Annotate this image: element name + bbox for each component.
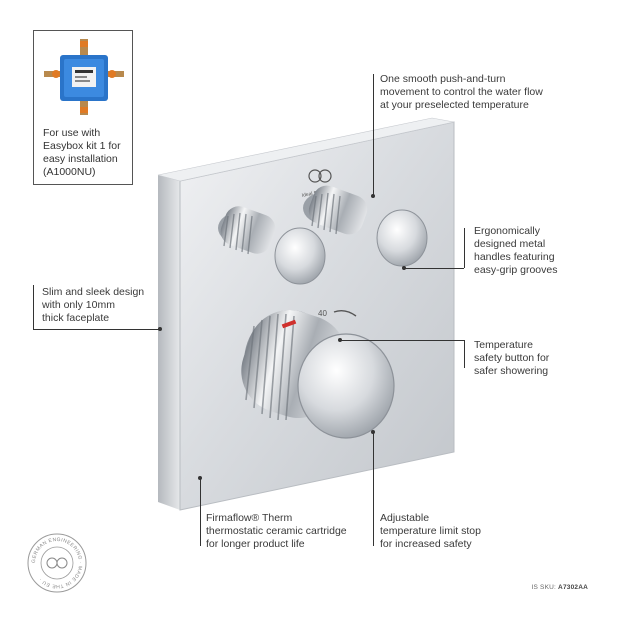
callout-line: thermostatic ceramic cartridge <box>206 525 347 537</box>
leader-dot-limit-stop <box>371 430 375 434</box>
callout-line: movement to control the water flow <box>380 86 543 98</box>
callout-line: safer showering <box>474 365 549 377</box>
callout-line: for increased safety <box>380 538 472 550</box>
easybox-caption-line: (A1000NU) <box>43 166 96 178</box>
callout-line: at your preselected temperature <box>380 99 529 111</box>
easybox-caption: For use with Easybox kit 1 for easy inst… <box>43 127 121 179</box>
temperature-scale-arc <box>333 309 357 317</box>
leader-line-firmaflow <box>200 478 201 546</box>
leader-dot-slim <box>158 327 162 331</box>
sku-prefix: IS SKU: <box>531 584 557 591</box>
callout-slim: Slim and sleek design with only 10mm thi… <box>42 286 144 325</box>
leader-dot-ergonomic <box>402 266 406 270</box>
faceplate <box>179 121 455 511</box>
callout-line: easy-grip grooves <box>474 264 558 276</box>
faceplate-edge <box>158 175 180 510</box>
easybox-image <box>44 39 124 115</box>
callout-line: temperature limit stop <box>380 525 481 537</box>
callout-line: One smooth push-and-turn <box>380 73 506 85</box>
leader-line-slim-v <box>33 285 34 330</box>
leader-dot-firmaflow <box>198 476 202 480</box>
dial-label: 40 <box>318 309 327 318</box>
callout-limit-stop: Adjustable temperature limit stop for in… <box>380 512 481 551</box>
callout-push-turn: One smooth push-and-turn movement to con… <box>380 73 543 112</box>
leader-line-push-turn <box>373 74 374 196</box>
callout-line: Ergonomically <box>474 225 540 237</box>
callout-line: with only 10mm <box>42 299 115 311</box>
callout-line: Temperature <box>474 339 533 351</box>
thermostatic-handle <box>241 310 395 439</box>
leader-line-ergonomic-v <box>464 228 465 268</box>
callout-line: thick faceplate <box>42 312 110 324</box>
easybox-caption-line: easy installation <box>43 153 118 165</box>
leader-dot-safety <box>338 338 342 342</box>
leader-dot-push-turn <box>371 194 375 198</box>
callout-line: handles featuring <box>474 251 555 263</box>
leader-line-limit-stop <box>373 432 374 546</box>
callout-firmaflow: Firmaflow® Therm thermostatic ceramic ca… <box>206 512 347 551</box>
leader-line-safety-v <box>464 340 465 368</box>
faceplate-top-edge <box>157 117 455 182</box>
callout-line: Firmaflow® Therm <box>206 512 293 524</box>
sku-code: A7302AA <box>558 584 588 591</box>
callout-line: Adjustable <box>380 512 430 524</box>
leader-line-slim-h <box>33 329 160 330</box>
easybox-caption-line: For use with <box>43 127 101 139</box>
easybox-caption-line: Easybox kit 1 for <box>43 140 121 152</box>
easybox-inset: For use with Easybox kit 1 for easy inst… <box>33 30 133 185</box>
flow-handle-left <box>218 206 326 285</box>
sku-label: IS SKU: A7302AA <box>532 584 589 591</box>
callout-safety: Temperature safety button for safer show… <box>474 339 549 378</box>
german-engineering-seal: GERMAN ENGINEERING · MADE IN THE EU · <box>27 533 87 593</box>
flow-handle-right <box>303 185 428 267</box>
callout-line: for longer product life <box>206 538 305 550</box>
safety-button-marker <box>281 319 297 329</box>
callout-line: Slim and sleek design <box>42 286 145 298</box>
callout-line: safety button for <box>474 352 550 364</box>
leader-line-safety-h <box>340 340 464 341</box>
ideal-standard-logo <box>308 169 332 183</box>
leader-line-ergonomic-h <box>404 268 464 269</box>
callout-line: designed metal <box>474 238 546 250</box>
callout-ergonomic: Ergonomically designed metal handles fea… <box>474 225 557 277</box>
